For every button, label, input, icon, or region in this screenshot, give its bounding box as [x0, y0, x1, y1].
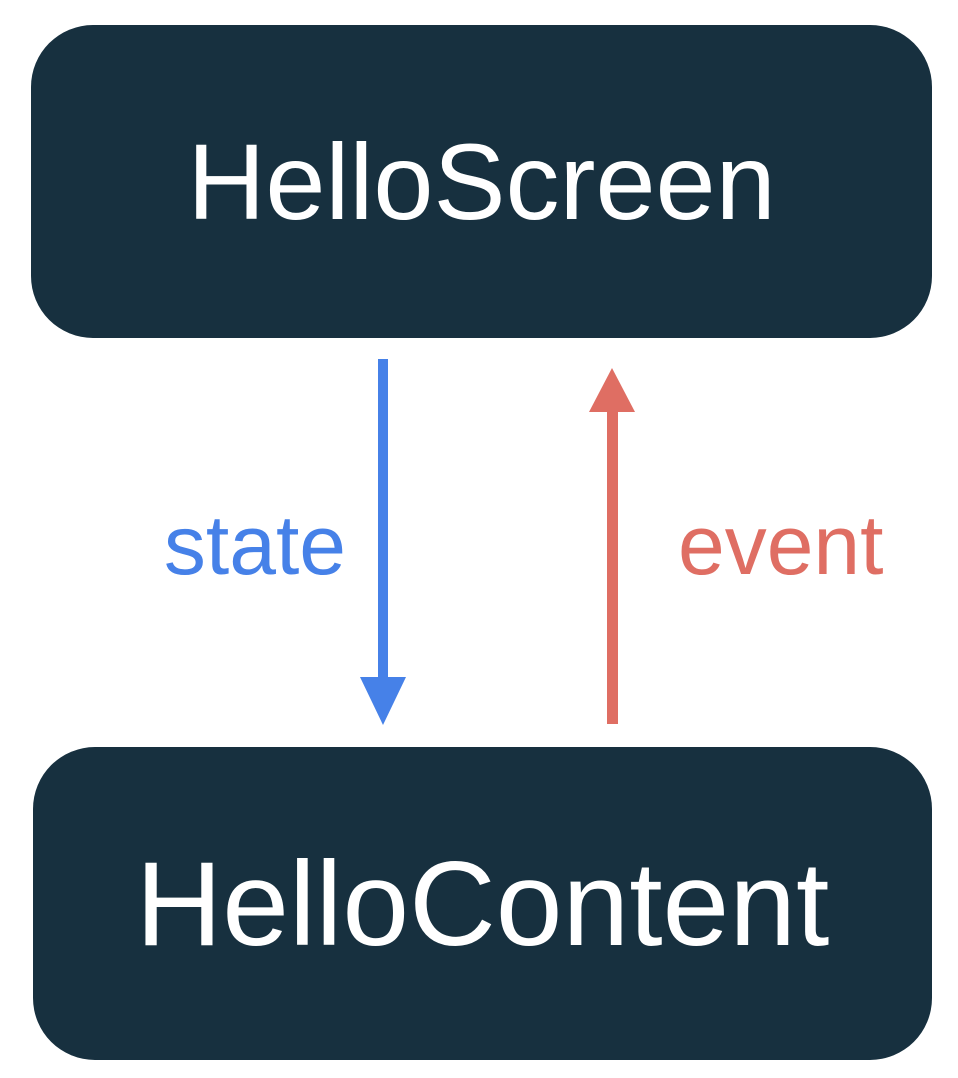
state-arrow-line	[378, 359, 388, 681]
event-edge-label: event	[678, 498, 884, 592]
event-arrow-line	[607, 410, 618, 724]
node-hellocontent: HelloContent	[33, 747, 932, 1060]
arrow-up-icon	[589, 368, 635, 412]
arrow-down-icon	[360, 677, 406, 725]
node-helloscreen: HelloScreen	[31, 25, 932, 338]
node-helloscreen-label: HelloScreen	[187, 121, 776, 242]
node-hellocontent-label: HelloContent	[135, 836, 830, 971]
state-edge-label: state	[163, 498, 346, 592]
